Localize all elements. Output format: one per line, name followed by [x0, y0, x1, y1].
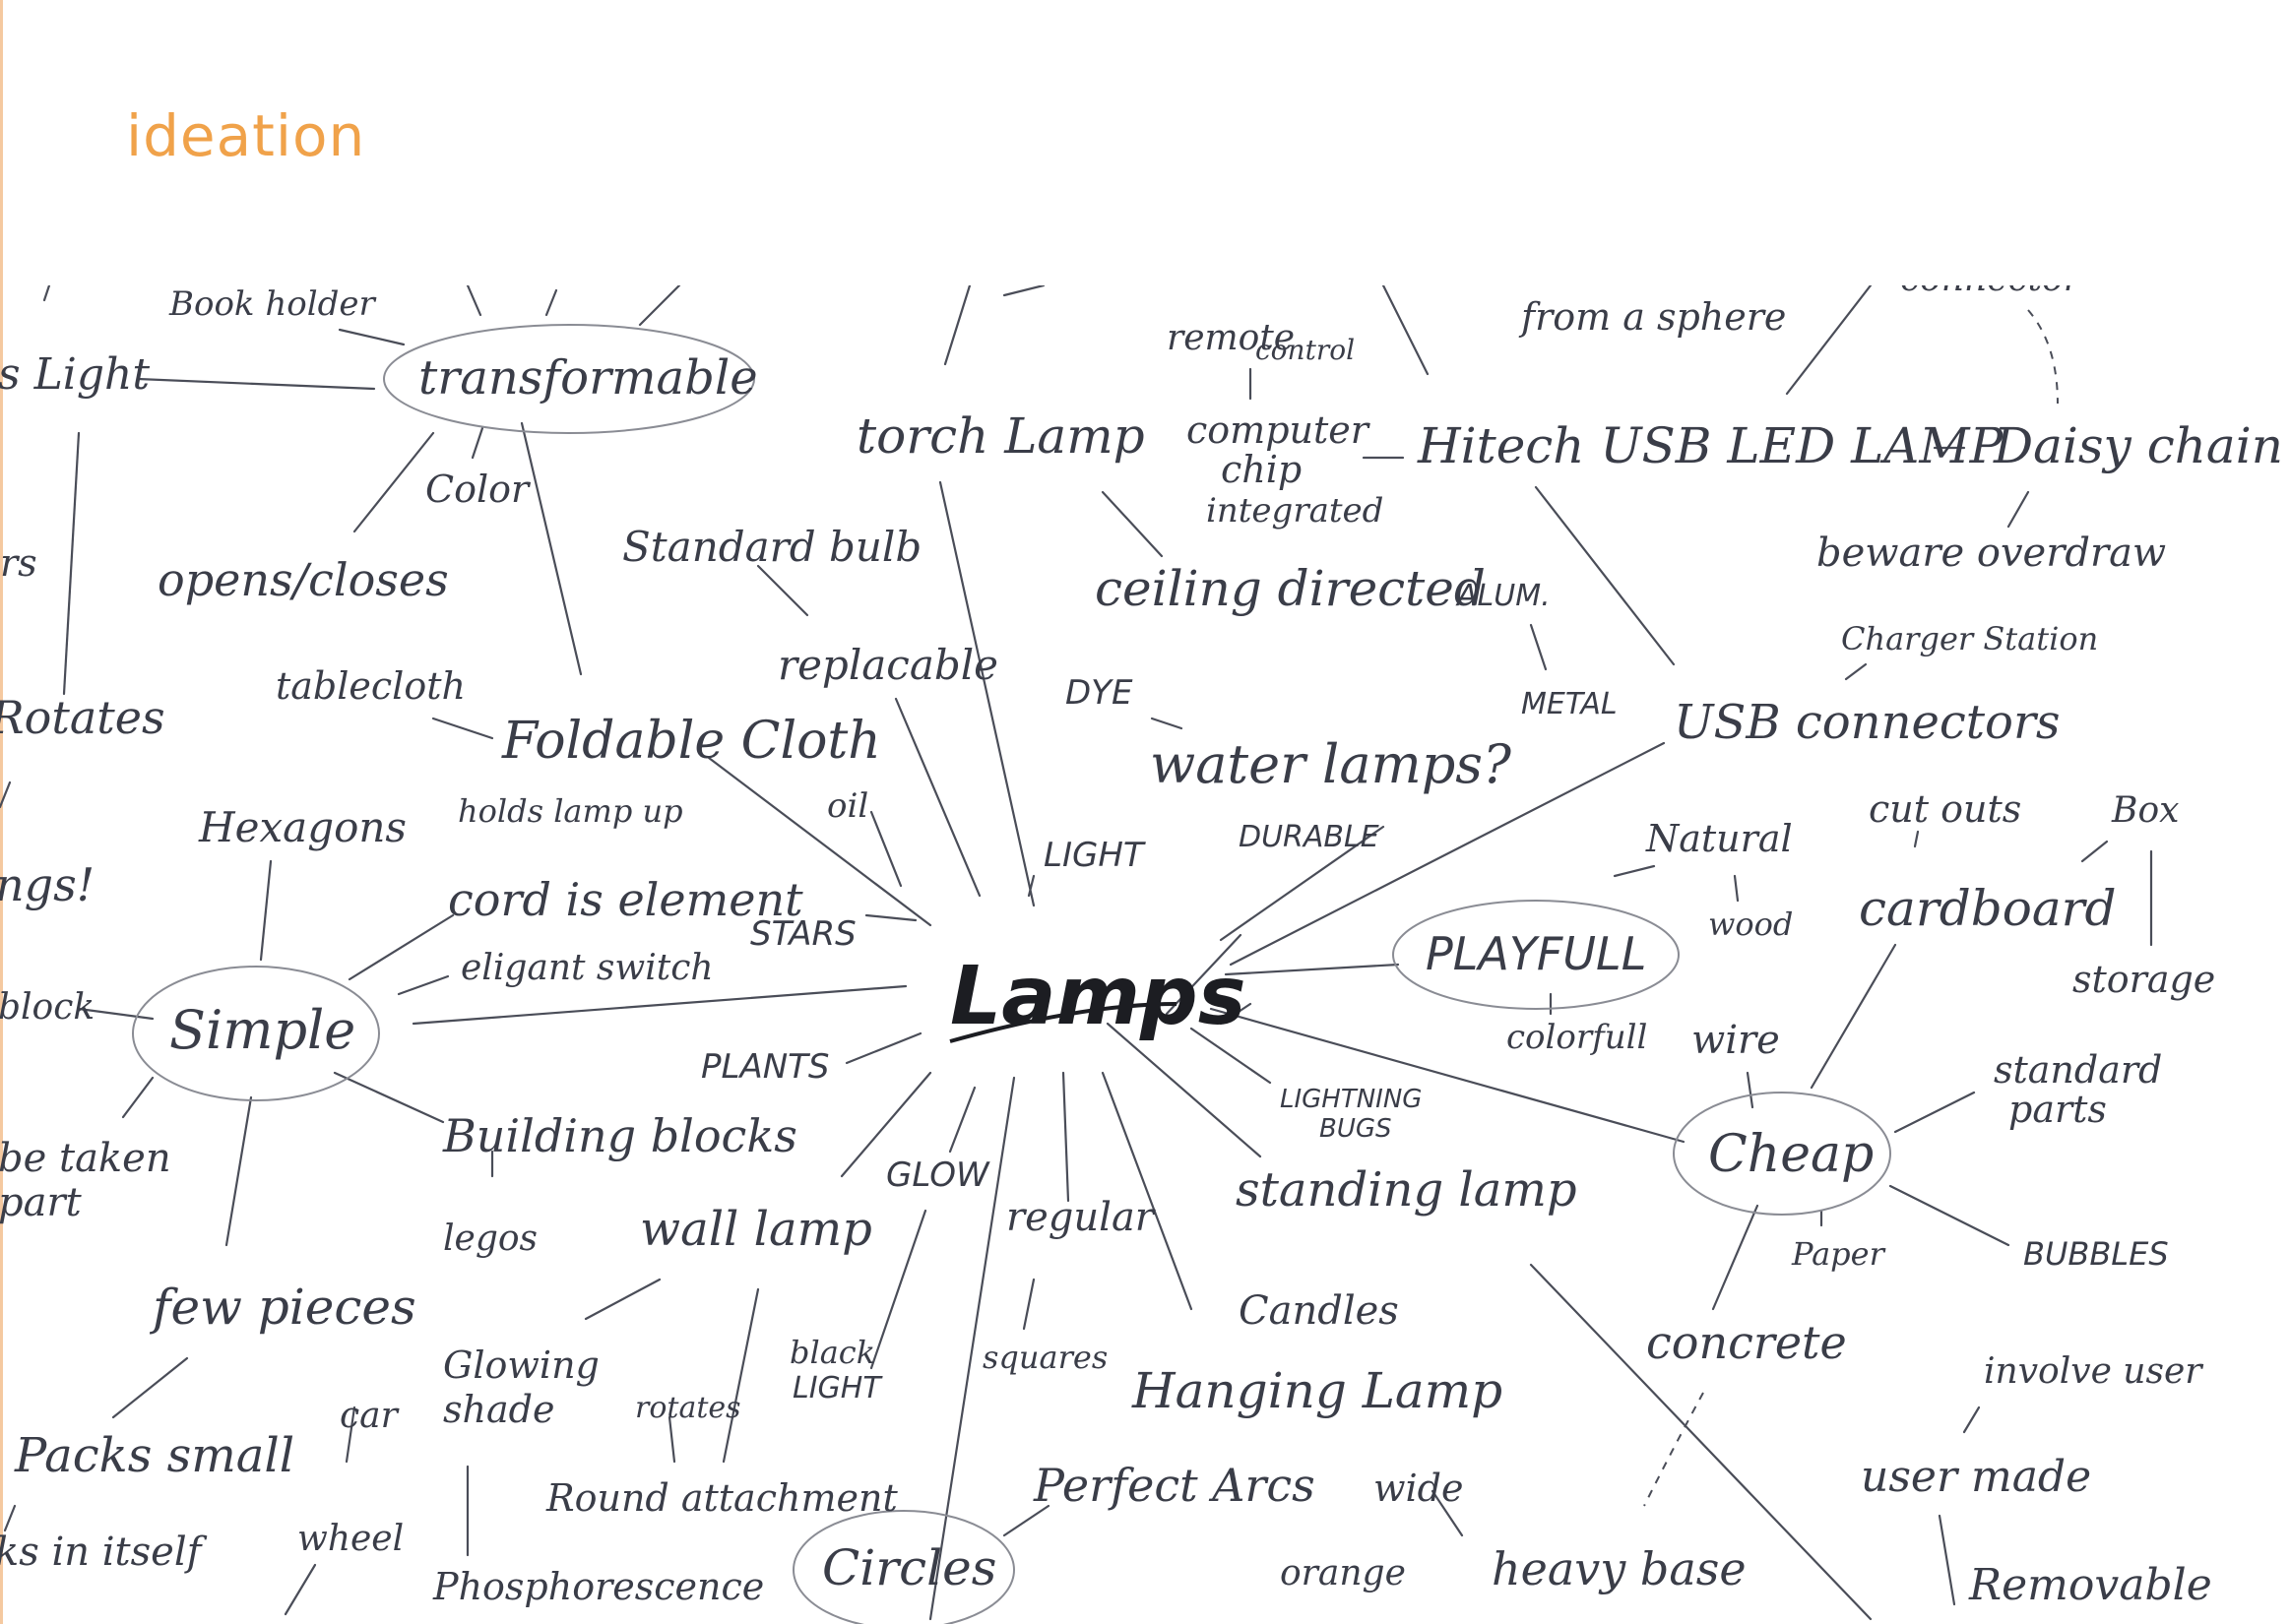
label-box: Box	[2111, 790, 2179, 831]
label-wire: wire	[1691, 1018, 1780, 1063]
label-ceiling-directed: ceiling directed	[1095, 560, 1486, 617]
label-alum: ALUM.	[1455, 579, 1551, 613]
label-stars: STARS	[750, 914, 857, 954]
label-rotates-left: Rotates	[0, 691, 165, 744]
label-wide: wide	[1373, 1467, 1464, 1510]
label-candles: Candles	[1239, 1288, 1399, 1334]
label-wall-lamp: wall lamp	[640, 1202, 872, 1257]
label-legos: legos	[443, 1218, 538, 1259]
label-black-light: LIGHT	[793, 1371, 883, 1405]
label-phosphorescence: Phosphorescence	[432, 1565, 764, 1608]
label-cut-outs: cut outs	[1869, 787, 2021, 831]
label-connector: connector	[1900, 285, 2082, 299]
label-oil: oil	[827, 786, 868, 826]
label-natural: Natural	[1645, 817, 1793, 860]
label-eligant-switch: eligant switch	[461, 948, 714, 988]
mind-map-connectors	[0, 285, 2153, 1621]
label-foldable-cloth: Foldable Cloth	[501, 712, 881, 771]
label-few-pieces: few pieces	[149, 1279, 416, 1336]
label-hanging-lamp: Hanging Lamp	[1131, 1362, 1502, 1419]
label-perfect-arcs: Perfect Arcs	[1033, 1459, 1315, 1512]
label-ngs: ngs!	[0, 858, 95, 911]
label-removable: Removable	[1968, 1560, 2212, 1610]
hub-transformable: transformable	[418, 350, 758, 406]
center-underline	[949, 1002, 1177, 1043]
label-integrated: integrated	[1206, 491, 1383, 531]
lamp-mind-map: Lamps transformable Simple PLAYFULL Chea…	[0, 285, 2283, 1624]
label-squares: squares	[983, 1339, 1108, 1376]
hub-cheap: Cheap	[1708, 1125, 1874, 1184]
label-torch-lamp: torch Lamp	[857, 407, 1145, 465]
label-standard: standard	[1994, 1048, 2162, 1092]
label-orange: orange	[1280, 1553, 1406, 1593]
label-packs-small: Packs small	[14, 1428, 294, 1483]
label-rs: rs	[0, 541, 37, 585]
label-beware-overdraw: beware overdraw	[1816, 531, 2166, 576]
label-black: black	[790, 1334, 875, 1371]
label-bugs: BUGS	[1319, 1114, 1392, 1144]
hub-circles: Circles	[822, 1539, 996, 1596]
label-usb-connectors: USB connectors	[1674, 695, 2061, 750]
label-chip: chip	[1221, 448, 1302, 491]
label-ks-in-itself: ks in itself	[0, 1530, 208, 1575]
label-metal: METAL	[1521, 687, 1618, 721]
label-regular: regular	[1006, 1195, 1157, 1240]
label-bubbles: BUBBLES	[2023, 1235, 2169, 1273]
label-standard-bulb: Standard bulb	[622, 523, 922, 571]
hub-simple: Simple	[169, 999, 355, 1061]
label-wheel: wheel	[297, 1519, 404, 1559]
label-hexagons: Hexagons	[198, 803, 407, 851]
label-glow: GLOW	[886, 1156, 990, 1195]
page-edge-rule	[0, 0, 3, 1624]
label-lightning: LIGHTNING	[1280, 1085, 1422, 1114]
label-be-taken: be taken	[0, 1136, 171, 1181]
label-user-made: user made	[1861, 1452, 2091, 1502]
label-cord-is-element: cord is element	[448, 873, 803, 926]
label-cardboard: cardboard	[1859, 880, 2117, 937]
label-colorfull: colorfull	[1506, 1018, 1647, 1057]
label-color: Color	[425, 468, 532, 511]
label-light: LIGHT	[1044, 836, 1146, 875]
label-s-light: s Light	[0, 349, 150, 400]
label-standing-lamp: standing lamp	[1236, 1162, 1577, 1218]
label-daisy-chain: Daisy chain	[1993, 417, 2283, 474]
label-involve-user: involve user	[1984, 1351, 2203, 1392]
label-durable: DURABLE	[1239, 820, 1379, 854]
label-shade: shade	[443, 1388, 554, 1431]
hub-outlines	[132, 324, 1891, 1624]
label-hitech-usb: Hitech USB LED LAMP	[1417, 417, 2004, 474]
label-water-lamps: water lamps?	[1150, 733, 1512, 795]
label-rotates: rotates	[635, 1391, 741, 1425]
label-heavy-base: heavy base	[1492, 1542, 1747, 1595]
label-holds-lamp-up: holds lamp up	[458, 792, 683, 830]
label-concrete: concrete	[1646, 1316, 1847, 1369]
label-charger-station: Charger Station	[1841, 620, 2098, 657]
label-dye: DYE	[1065, 673, 1133, 713]
label-paper: Paper	[1791, 1235, 1886, 1273]
hub-playfull: PLAYFULL	[1426, 927, 1646, 980]
label-block: block	[0, 987, 95, 1028]
label-replacable: replacable	[778, 641, 998, 689]
label-round-attachment: Round attachment	[545, 1476, 898, 1520]
label-book-holder: Book holder	[168, 285, 376, 324]
label-remote: remote	[1167, 318, 1295, 358]
label-car: car	[340, 1396, 400, 1436]
label-parts: parts	[2008, 1088, 2107, 1131]
label-from-a-sphere: from a sphere	[1518, 295, 1786, 339]
label-part: part	[0, 1180, 83, 1225]
label-tablecloth: tablecloth	[276, 664, 466, 708]
label-plants: PLANTS	[701, 1047, 830, 1087]
label-building-blocks: Building blocks	[442, 1109, 797, 1162]
label-opens-closes: opens/closes	[158, 553, 449, 606]
label-storage: storage	[2072, 958, 2215, 1001]
label-control: control	[1255, 334, 1355, 366]
page-title: ideation	[126, 102, 366, 169]
label-glowing: Glowing	[443, 1343, 600, 1387]
label-wood: wood	[1708, 906, 1793, 943]
center-node: Lamps	[950, 950, 1246, 1043]
label-computer: computer	[1186, 408, 1371, 452]
